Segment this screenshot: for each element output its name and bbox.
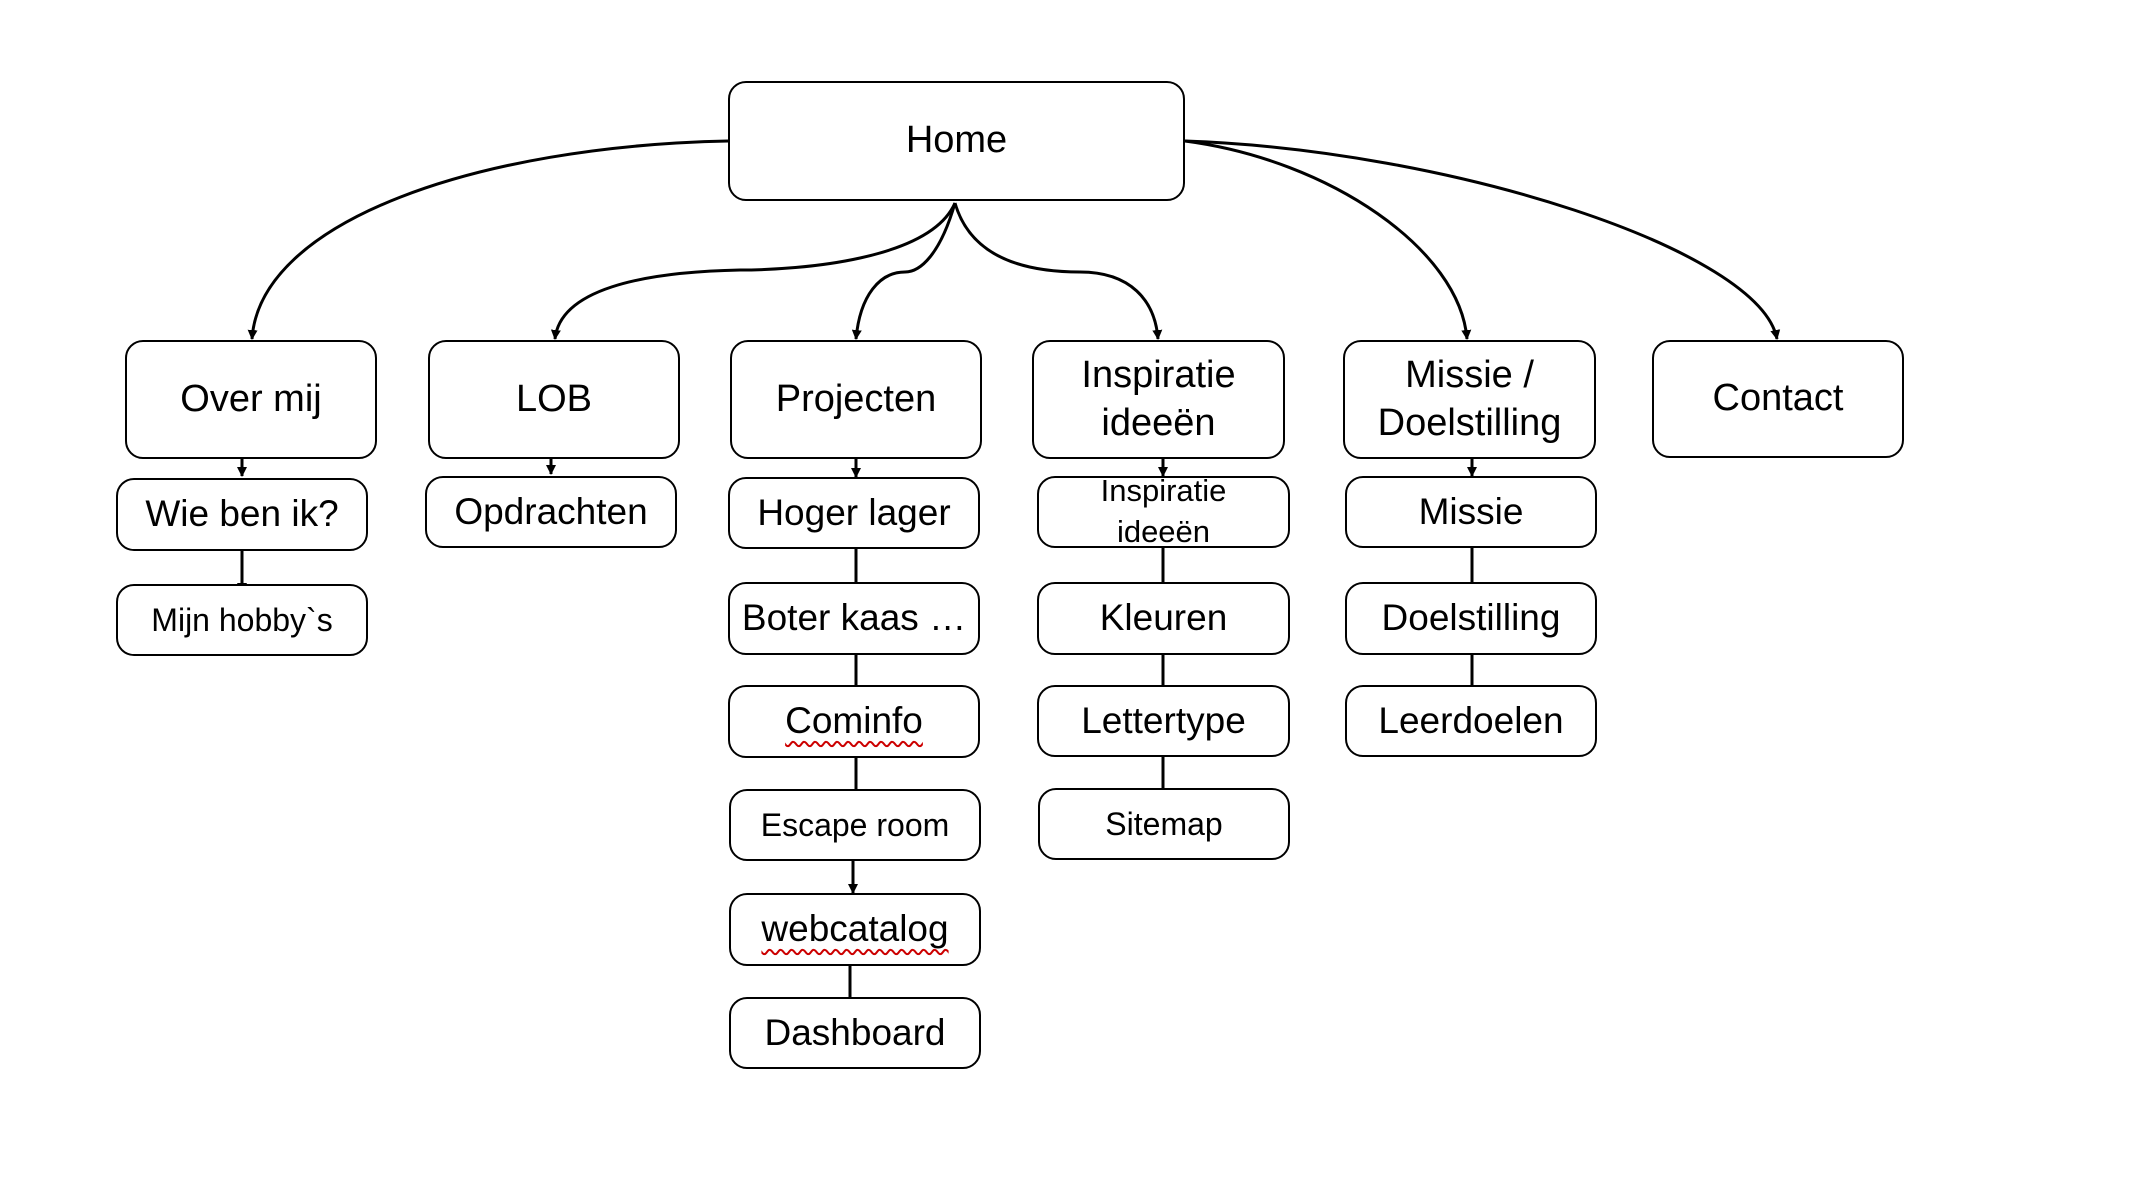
node-boter-kaas: Boter kaas …: [728, 582, 980, 655]
node-over-mij: Over mij: [125, 340, 377, 459]
node-home-label: Home: [905, 119, 1008, 162]
node-doelstilling: Doelstilling: [1345, 582, 1597, 655]
node-lob: LOB: [428, 340, 680, 459]
node-sitemap-label: Sitemap: [1105, 806, 1223, 842]
node-inspiratie-ideeen-sub-label: Inspiratie ideeën: [1100, 473, 1227, 549]
connector-home-missie: [1184, 139, 1472, 340]
node-webcatalog: webcatalog: [729, 893, 981, 966]
node-lettertype: Lettertype: [1037, 685, 1290, 757]
node-dashboard-label: Dashboard: [764, 1011, 946, 1053]
node-missie-doelstilling: Missie / Doelstilling: [1343, 340, 1596, 459]
node-doelstilling-label: Doelstilling: [1381, 597, 1561, 639]
node-home: Home: [728, 81, 1185, 201]
node-boter-kaas-label: Boter kaas …: [741, 597, 967, 639]
node-inspiratie-ideeen-label: Inspiratie ideeën: [1081, 354, 1236, 444]
node-opdrachten: Opdrachten: [425, 476, 677, 548]
node-escape-room-label: Escape room: [760, 807, 950, 843]
node-opdrachten-label: Opdrachten: [454, 490, 648, 532]
node-contact-label: Contact: [1712, 377, 1844, 420]
node-leerdoelen-label: Leerdoelen: [1378, 699, 1564, 741]
node-projecten: Projecten: [730, 340, 982, 459]
node-kleuren: Kleuren: [1037, 582, 1290, 655]
connector-home-inspiratie: [953, 202, 1163, 340]
node-wie-ben-ik-label: Wie ben ik?: [145, 493, 339, 535]
node-lettertype-label: Lettertype: [1081, 699, 1246, 741]
connector-home-contact: [1184, 139, 1781, 340]
node-leerdoelen: Leerdoelen: [1345, 685, 1597, 757]
node-hoger-lager-label: Hoger lager: [757, 491, 951, 533]
node-hoger-lager: Hoger lager: [728, 477, 980, 549]
node-over-mij-label: Over mij: [180, 377, 322, 420]
connector-home-lob: [550, 202, 957, 340]
node-inspiratie-ideeen-sub: Inspiratie ideeën: [1037, 473, 1290, 549]
node-sitemap: Sitemap: [1038, 788, 1290, 860]
node-dashboard: Dashboard: [729, 997, 981, 1069]
node-cominfo: Cominfo: [728, 685, 980, 758]
node-missie: Missie: [1345, 476, 1597, 548]
node-projecten-label: Projecten: [775, 377, 937, 420]
node-mijn-hobbys: Mijn hobby`s: [116, 584, 368, 656]
node-lob-label: LOB: [515, 377, 593, 420]
node-escape-room: Escape room: [729, 789, 981, 861]
node-kleuren-label: Kleuren: [1099, 597, 1228, 639]
node-missie-doelstilling-label: Missie / Doelstilling: [1377, 354, 1562, 444]
node-mijn-hobbys-label: Mijn hobby`s: [151, 602, 333, 638]
node-wie-ben-ik: Wie ben ik?: [116, 478, 368, 551]
connector-home-over-mij: [247, 139, 729, 340]
node-contact: Contact: [1652, 340, 1904, 458]
node-missie-label: Missie: [1418, 490, 1524, 532]
node-webcatalog-label: webcatalog: [761, 908, 949, 950]
node-cominfo-label: Cominfo: [785, 700, 923, 742]
connector-home-projecten: [851, 202, 957, 340]
node-inspiratie-ideeen: Inspiratie ideeën: [1032, 340, 1285, 459]
